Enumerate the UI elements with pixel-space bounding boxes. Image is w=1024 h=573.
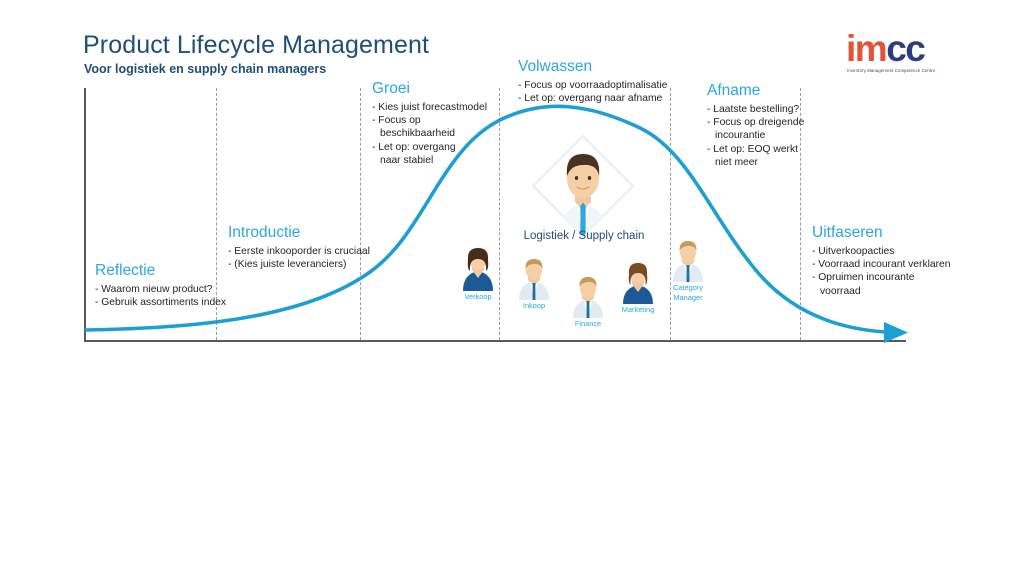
list-item: - Let op: overgang: [372, 141, 456, 153]
stage-volwassen-heading: Volwassen: [518, 58, 593, 75]
role-label: Marketing: [621, 305, 655, 314]
stage-introductie-bullets: - Eerste inkooporder is cruciaal - (Kies…: [228, 245, 370, 271]
person-icon: [623, 263, 653, 304]
list-item: - Focus op dreigende: [707, 117, 805, 129]
list-item: - Kies juist forecastmodel: [372, 102, 488, 113]
list-item: - Laatste bestelling?: [707, 104, 800, 115]
stage-divider-3: [499, 88, 500, 340]
list-item: - Gebruik assortiments index: [95, 297, 227, 309]
page-title: Product Lifecycle Management: [83, 31, 430, 59]
stage-divider-2: [360, 88, 361, 340]
stage-groei-bullets: - Kies juist forecastmodel - Focus op be…: [372, 101, 487, 167]
logo-wordmark: imcc: [846, 28, 926, 69]
logo-text-cc: cc: [886, 28, 926, 69]
list-item: - Focus op: [372, 115, 421, 127]
role-finance: Finance: [564, 276, 612, 328]
stage-uitfaseren: Uitfaseren - Uitverkoopacties - Voorraad…: [812, 224, 951, 298]
role-inkoop: Inkoop: [510, 258, 558, 310]
role-label: Manager: [673, 293, 703, 302]
list-item: - Let op: overgang naar afname: [518, 93, 663, 105]
list-item: - Voorraad incourant verklaren: [812, 259, 951, 271]
stage-afname-bullets: - Laatste bestelling? - Focus op dreigen…: [707, 103, 804, 169]
person-icon: [573, 277, 603, 318]
person-icon: [531, 134, 635, 238]
list-item: - Opruimen incourante: [812, 272, 915, 284]
stage-reflectie-bullets: - Waarom nieuw product? - Gebruik assort…: [95, 283, 226, 309]
list-item: - Waarom nieuw product?: [95, 284, 213, 295]
list-item: - Let op: EOQ werkt: [707, 143, 798, 155]
list-item: - Focus op voorraadoptimalisatie: [518, 80, 668, 91]
stage-uitfaseren-heading: Uitfaseren: [812, 224, 883, 241]
axis-vertical: [84, 88, 86, 341]
list-item: - Uitverkoopacties: [812, 246, 895, 257]
stage-introductie: Introductie - Eerste inkooporder is cruc…: [228, 224, 370, 271]
role-verkoop: Verkoop: [452, 247, 504, 301]
role-label: Verkoop: [464, 292, 492, 301]
list-item: - Eerste inkooporder is cruciaal: [228, 246, 370, 257]
stage-groei: Groei - Kies juist forecastmodel - Focus…: [372, 80, 487, 167]
stage-afname: Afname - Laatste bestelling? - Focus op …: [707, 82, 804, 169]
list-item: beschikbaarheid: [380, 128, 455, 140]
person-icon: [519, 259, 549, 300]
stage-volwassen: Volwassen - Focus op voorraadoptimalisat…: [518, 58, 667, 105]
axis-horizontal: [84, 340, 906, 342]
role-label: Inkoop: [522, 301, 546, 310]
stage-afname-heading: Afname: [707, 82, 761, 99]
stage-volwassen-bullets: - Focus op voorraadoptimalisatie - Let o…: [518, 79, 667, 105]
hero-avatar-label: Logistiek / Supply chain: [523, 230, 645, 242]
imcc-logo: imcc Inventory Management Competence Cen…: [846, 29, 946, 77]
page-subtitle: Voor logistiek en supply chain managers: [84, 62, 327, 76]
list-item: - (Kies juiste leveranciers): [228, 259, 347, 271]
person-icon: [673, 241, 703, 282]
role-label: Finance: [574, 319, 602, 328]
list-item: niet meer: [715, 156, 758, 168]
person-icon: [463, 248, 493, 291]
stage-uitfaseren-bullets: - Uitverkoopacties - Voorraad incourant …: [812, 245, 951, 298]
hero-avatar: [531, 134, 635, 238]
role-label: Category: [673, 283, 703, 292]
stage-reflectie-heading: Reflectie: [95, 262, 156, 279]
stage-introductie-heading: Introductie: [228, 224, 301, 241]
list-item: voorraad: [820, 285, 861, 297]
stage-groei-heading: Groei: [372, 80, 410, 97]
logo-tagline: Inventory Management Competence Centre: [847, 68, 936, 73]
role-marketing: Marketing: [614, 262, 662, 314]
logo-text-im: im: [846, 28, 888, 69]
list-item: incourantie: [715, 130, 766, 142]
role-category-manager: Category Manager: [664, 240, 712, 302]
stage-divider-4: [670, 88, 671, 340]
list-item: naar stabiel: [380, 154, 434, 166]
stage-reflectie: Reflectie - Waarom nieuw product? - Gebr…: [95, 262, 226, 309]
